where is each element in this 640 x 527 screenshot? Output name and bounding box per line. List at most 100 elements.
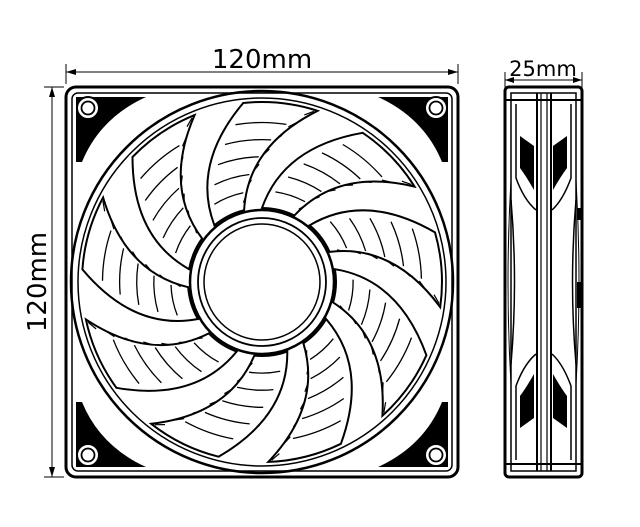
- blade-serration: [236, 376, 244, 383]
- blade-serration: [312, 196, 320, 200]
- blade-ridge: [342, 143, 383, 178]
- side-depth-label: 25mm: [509, 57, 577, 81]
- blade-serration: [362, 330, 366, 339]
- blade-ridge: [292, 420, 342, 440]
- blade-serration: [339, 305, 346, 312]
- blade-serration: [353, 250, 362, 255]
- fan-side-view: [503, 85, 584, 479]
- fan-blade: [307, 209, 443, 310]
- blade-serration: [370, 346, 374, 355]
- blade-serration: [181, 137, 187, 147]
- fan-blade: [81, 194, 200, 322]
- blade-serration: [403, 269, 411, 277]
- blade-ridge: [249, 370, 281, 374]
- blade-serration: [159, 274, 166, 281]
- blade-serration: [131, 251, 138, 260]
- blade-ridge: [235, 121, 287, 126]
- blade-ridge: [287, 176, 322, 193]
- blade-serration: [145, 263, 152, 271]
- frame-outer: [64, 85, 460, 479]
- hub-cap: [203, 223, 321, 341]
- blade-serration: [262, 148, 270, 156]
- mounting-hole-top-right: [424, 96, 448, 120]
- blade-serration: [288, 121, 298, 128]
- blade-serration: [242, 195, 247, 203]
- blade-serration: [370, 254, 378, 260]
- blade-serration: [120, 236, 126, 246]
- blade-ridge: [310, 356, 341, 380]
- blade-serration: [106, 330, 115, 338]
- blade-ridge: [101, 230, 112, 281]
- blade-serration: [174, 282, 181, 288]
- blade-ridge: [112, 339, 140, 385]
- fan-front-view: [64, 85, 460, 479]
- blade-serration: [124, 337, 134, 343]
- fan-opening-inner: [77, 97, 447, 467]
- blade-serration: [247, 362, 253, 369]
- mounting-hole-top-left: [76, 96, 100, 120]
- blade-ridge: [162, 207, 184, 239]
- blade-ridge: [303, 163, 341, 185]
- hub-ring: [197, 217, 327, 347]
- blade-ridge: [329, 221, 348, 249]
- blade-ridge: [174, 346, 202, 373]
- blade-ridge: [348, 218, 367, 252]
- blade-ridge: [301, 397, 345, 420]
- blade-ridge: [236, 386, 274, 391]
- blade-serration: [401, 180, 412, 186]
- blade-serration: [87, 321, 97, 330]
- fan-blade: [148, 350, 289, 458]
- front-width-label: 120mm: [212, 45, 312, 75]
- fan-blade: [131, 113, 204, 271]
- blade-serration: [362, 181, 372, 183]
- blade-serration: [336, 249, 345, 252]
- blade-serration: [102, 201, 106, 212]
- blade-serration: [327, 189, 336, 192]
- blade-ridge: [385, 337, 413, 383]
- blade-ridge: [217, 156, 259, 166]
- fan-opening-outer: [69, 89, 455, 475]
- blade-ridge: [379, 318, 401, 362]
- blade-ridge: [193, 342, 219, 363]
- blade-ridge: [321, 152, 361, 180]
- fan-blade: [84, 317, 239, 392]
- blade-serration: [304, 110, 315, 116]
- blade-ridge: [347, 279, 354, 311]
- blade-serration: [174, 418, 185, 421]
- blade-ridge: [140, 145, 180, 180]
- fan-blade: [331, 267, 428, 419]
- blade-serration: [186, 117, 193, 127]
- blade-serration: [271, 453, 280, 461]
- blade-ridge: [119, 248, 125, 295]
- blade-ridge: [371, 302, 387, 343]
- blade-serration: [209, 400, 218, 405]
- blade-ridge: [411, 228, 423, 279]
- blade-ridge: [184, 421, 234, 440]
- blade-ridge: [153, 275, 159, 313]
- hub-outer: [188, 208, 336, 356]
- blade-ridge: [214, 173, 250, 186]
- side-frame-inner: [510, 92, 577, 472]
- blade-serration: [418, 280, 426, 290]
- blade-serration: [433, 294, 440, 304]
- blade-ridge: [390, 221, 405, 267]
- blade-ridge: [307, 376, 344, 400]
- front-height-label: 120mm: [23, 232, 53, 332]
- blade-ridge: [174, 225, 191, 254]
- blade-serration: [143, 341, 152, 346]
- blade-serration: [246, 179, 252, 187]
- blade-ridge: [214, 192, 244, 205]
- blade-ridge: [152, 187, 180, 221]
- blade-ridge: [133, 344, 162, 384]
- blade-serration: [386, 260, 395, 267]
- blade-ridge: [136, 263, 140, 306]
- blade-ridge: [369, 217, 386, 258]
- blade-serration: [180, 156, 184, 166]
- blade-serration: [180, 175, 183, 185]
- blade-ridge: [144, 166, 178, 201]
- blade-ridge: [224, 138, 272, 146]
- blade-serration: [351, 316, 357, 325]
- blade-serration: [253, 163, 260, 171]
- front-width-dimension: [65, 64, 459, 84]
